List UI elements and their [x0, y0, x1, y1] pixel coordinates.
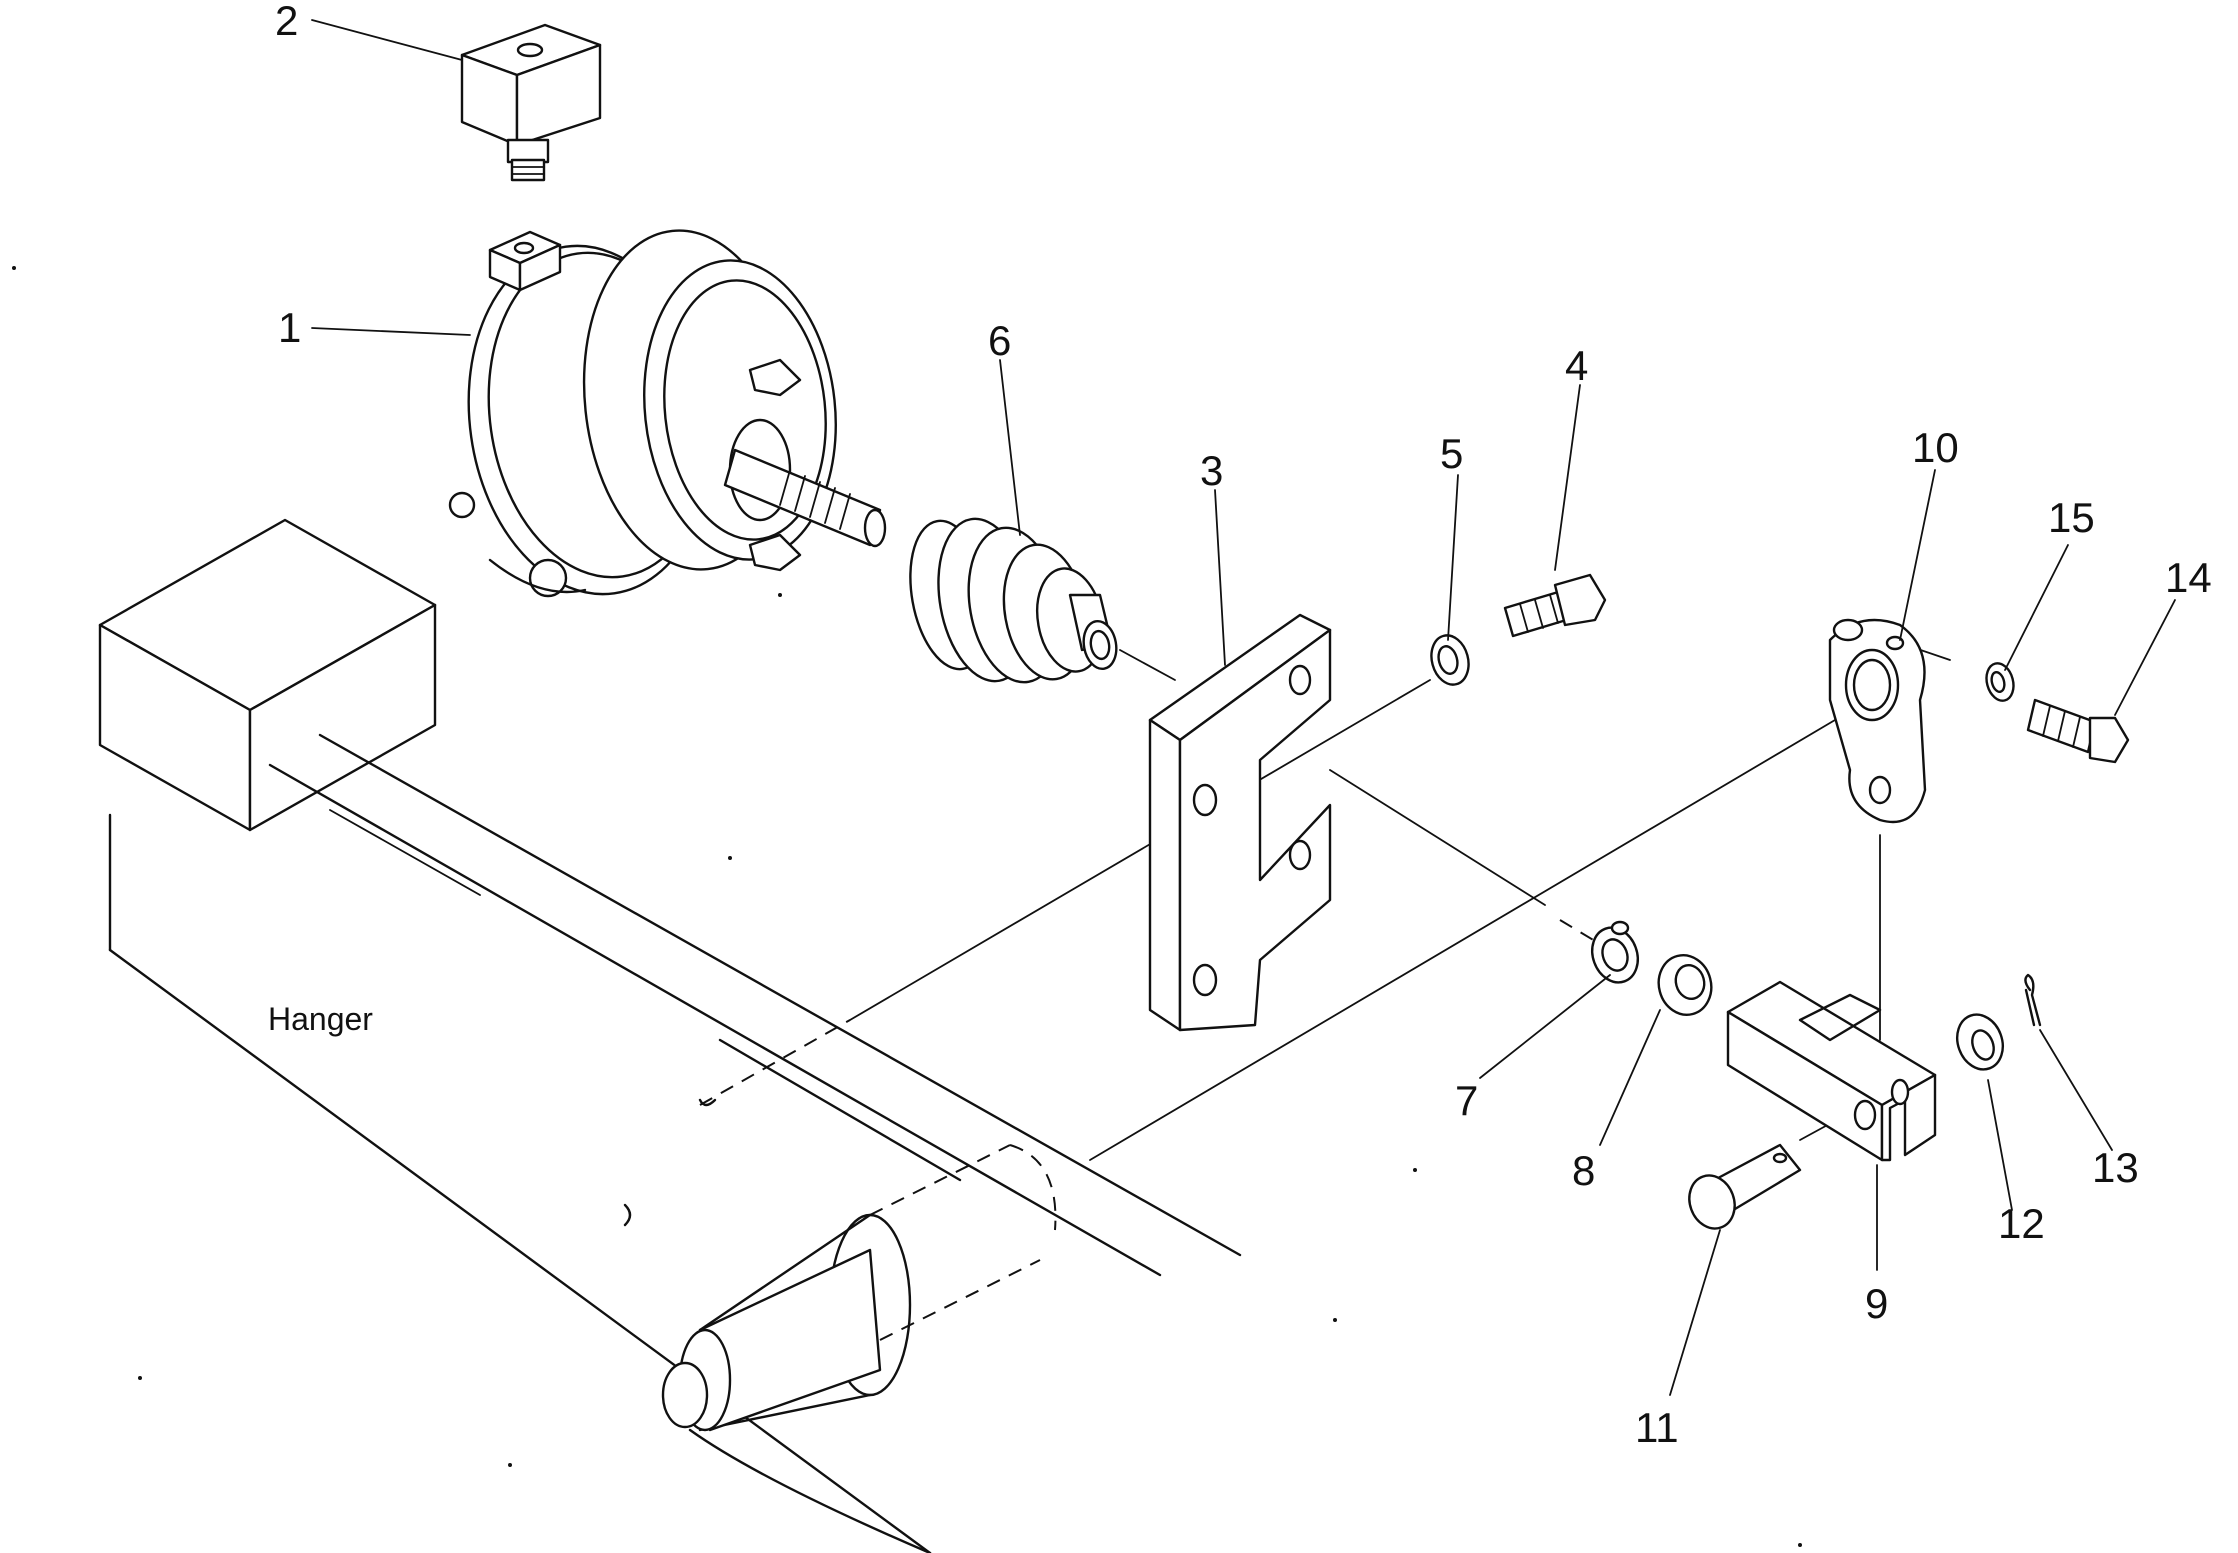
- callout-12: 12: [1998, 1200, 2045, 1247]
- part-2-block: [460, 23, 602, 182]
- camshaft: [661, 1144, 1057, 1553]
- assembly-line: [1089, 719, 1836, 1161]
- speck: [508, 1463, 512, 1467]
- callout-8: 8: [1572, 1147, 1595, 1194]
- callout-15: 15: [2048, 494, 2095, 541]
- speck: [138, 1376, 142, 1380]
- part-12-washer: [1956, 1013, 2004, 1071]
- part-4-bolt: [1503, 573, 1607, 638]
- callout-1: 1: [278, 304, 301, 351]
- part-13-cotter-pin: [2024, 973, 2042, 1027]
- callout-11: 11: [1635, 1404, 1679, 1451]
- part-7-clip: [1591, 920, 1639, 984]
- alignment-line-dashed: [699, 1019, 851, 1106]
- small-arc: [623, 1203, 632, 1227]
- callout-2: 2: [275, 0, 298, 44]
- speck: [12, 266, 16, 270]
- hanger: [98, 518, 1242, 1553]
- small-arc: [698, 1098, 717, 1107]
- callout-13: 13: [2092, 1144, 2139, 1191]
- speck: [778, 593, 782, 597]
- callout-10: 10: [1912, 424, 1959, 471]
- hanger-label: Hanger: [268, 1001, 373, 1037]
- part-8-nut: [1657, 954, 1713, 1016]
- part-9-clevis: [1726, 980, 1937, 1162]
- speck: [1333, 1318, 1337, 1322]
- part-5-snap-ring: [1430, 634, 1470, 686]
- part-1-brake-chamber: [448, 229, 887, 598]
- part-14-bolt: [2026, 698, 2130, 764]
- part-15-snap-ring: [1985, 662, 2015, 702]
- callout-14: 14: [2165, 554, 2212, 601]
- speck: [1798, 1543, 1802, 1547]
- part-11-pin: [1688, 1143, 1802, 1230]
- part-10-lever: [1828, 618, 1927, 824]
- callout-3: 3: [1200, 447, 1223, 494]
- callout-4: 4: [1565, 342, 1588, 389]
- assembly-line: [849, 679, 1431, 1021]
- callout-6: 6: [988, 317, 1011, 364]
- assembly-line: [1119, 649, 1176, 681]
- callout-5: 5: [1440, 430, 1463, 477]
- part-6-boot: [909, 517, 1118, 684]
- callout-9: 9: [1865, 1280, 1888, 1327]
- speck: [1413, 1168, 1417, 1172]
- leader-lines: [311, 19, 2176, 1396]
- callout-7: 7: [1455, 1077, 1478, 1124]
- assembly-line: [1329, 769, 1546, 906]
- part-3-bracket: [1148, 613, 1332, 1032]
- speck: [728, 856, 732, 860]
